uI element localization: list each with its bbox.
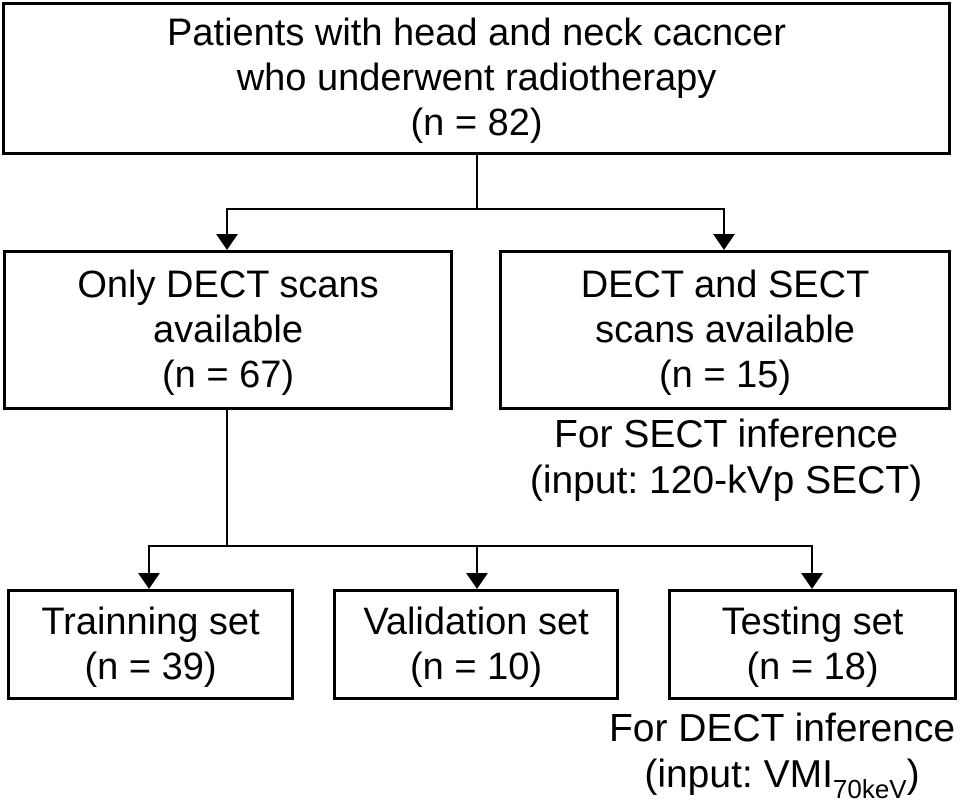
flow-box-patients-total: Patients with head and neck cacncer who … bbox=[2, 2, 951, 155]
connector-stem-middle bbox=[226, 410, 228, 547]
flow-box-text-line: Only DECT scans bbox=[77, 263, 379, 306]
arrow-down-icon bbox=[138, 573, 160, 589]
flow-box-text-line: Validation set bbox=[363, 600, 589, 643]
connector-drop-testing bbox=[811, 545, 813, 575]
connector-drop-validation bbox=[476, 545, 478, 575]
caption-dect-inference: For DECT inference (input: VMI70keV) bbox=[562, 706, 968, 802]
arrow-down-icon bbox=[713, 234, 735, 250]
flow-box-text-line: Trainning set bbox=[41, 600, 260, 643]
flow-box-text-line: available bbox=[153, 308, 303, 351]
flow-box-text-line: (n = 15) bbox=[658, 353, 792, 396]
flow-box-text-line: DECT and SECT bbox=[580, 263, 870, 306]
flow-box-text-line: (n = 67) bbox=[161, 353, 295, 396]
flow-box-training-set: Trainning set (n = 39) bbox=[7, 589, 294, 700]
flow-box-text-line: Patients with head and neck cacncer bbox=[167, 12, 786, 54]
caption-text-line: (input: 120-kVp SECT) bbox=[529, 459, 923, 502]
flow-box-text-line: (n = 82) bbox=[410, 102, 543, 144]
connector-horizontal-bottom bbox=[148, 545, 813, 547]
flow-box-text-line: scans available bbox=[595, 308, 855, 351]
connector-drop-right bbox=[723, 208, 725, 236]
arrow-down-icon bbox=[801, 573, 823, 589]
caption-text-line: For DECT inference bbox=[608, 707, 956, 750]
flow-box-testing-set: Testing set (n = 18) bbox=[668, 589, 957, 700]
flow-box-dect-only: Only DECT scans available (n = 67) bbox=[3, 250, 453, 410]
arrow-down-icon bbox=[466, 573, 488, 589]
flow-box-validation-set: Validation set (n = 10) bbox=[333, 589, 619, 700]
connector-stem-top bbox=[476, 155, 478, 210]
caption-text-line: For SECT inference bbox=[554, 413, 898, 456]
flow-box-text-line: who underwent radiotherapy bbox=[236, 57, 717, 99]
caption-sect-inference: For SECT inference (input: 120-kVp SECT) bbox=[483, 412, 968, 504]
flow-box-text-line: (n = 10) bbox=[409, 645, 543, 688]
caption-text-line: (input: VMI70keV) bbox=[644, 753, 920, 802]
flow-box-text-line: (n = 39) bbox=[84, 645, 217, 688]
connector-drop-training bbox=[148, 545, 150, 575]
connector-drop-left bbox=[226, 208, 228, 236]
flow-box-dect-and-sect: DECT and SECT scans available (n = 15) bbox=[499, 250, 951, 410]
connector-horizontal-top bbox=[226, 208, 725, 210]
flow-box-text-line: (n = 18) bbox=[746, 645, 879, 688]
caption-subscript: 70keV bbox=[832, 774, 907, 802]
flow-box-text-line: Testing set bbox=[721, 600, 904, 643]
arrow-down-icon bbox=[216, 234, 238, 250]
